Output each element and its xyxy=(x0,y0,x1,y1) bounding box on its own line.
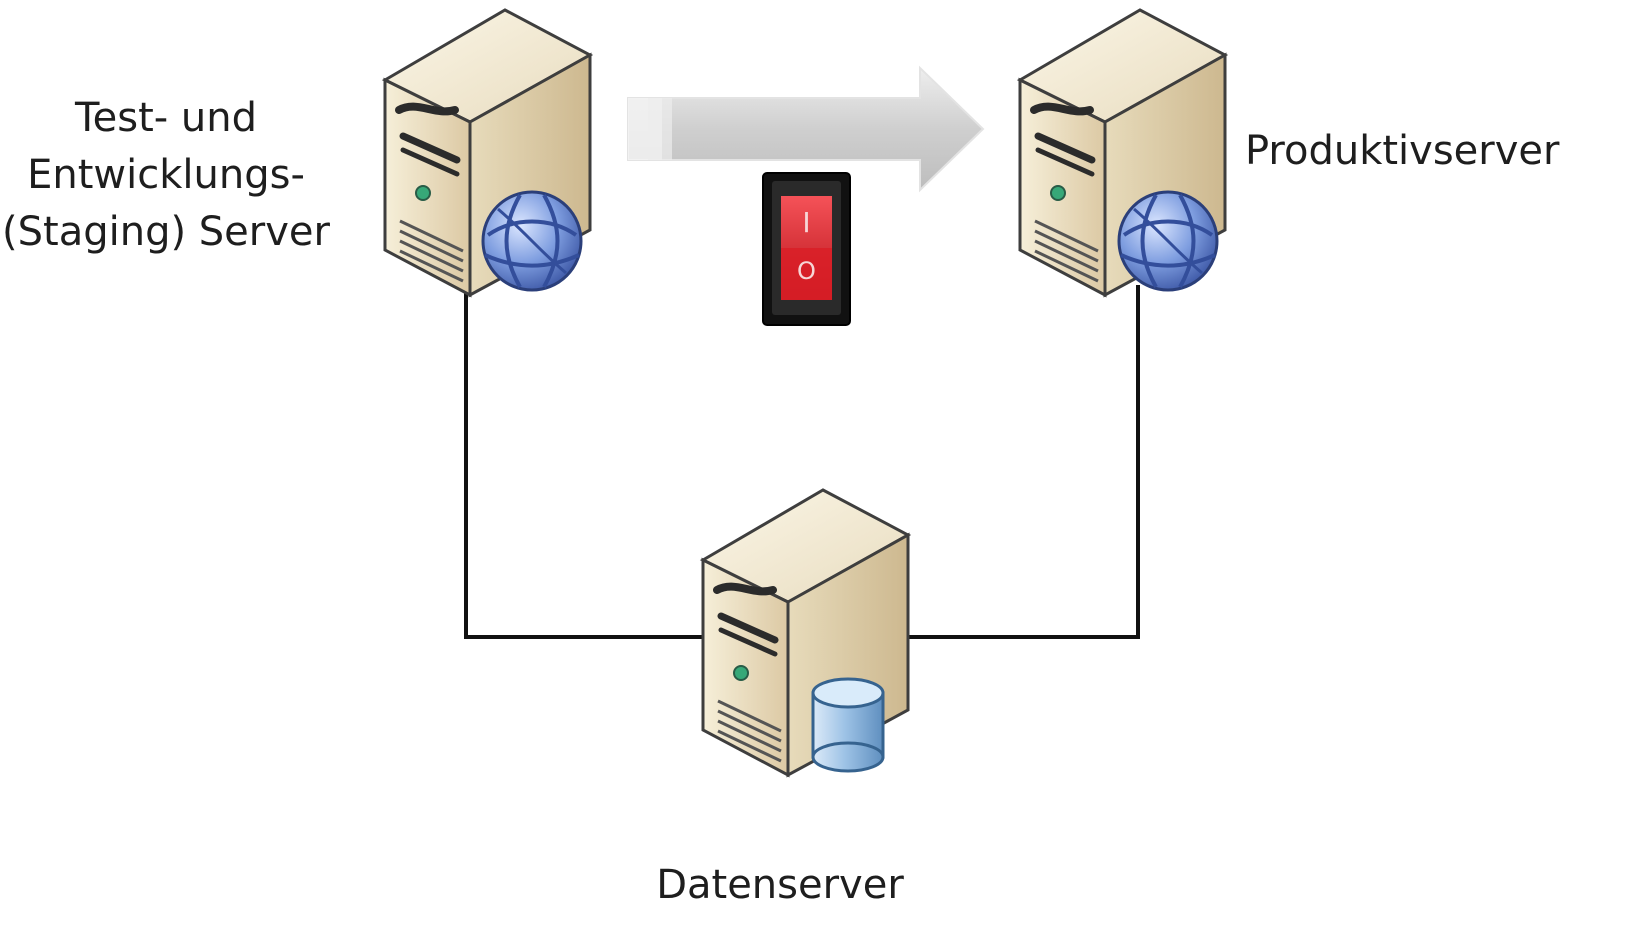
production-data-connector xyxy=(905,285,1140,639)
connection-lines xyxy=(464,285,1140,639)
production-server-label: Produktivserver xyxy=(1245,128,1560,174)
globe-icon xyxy=(1117,190,1219,292)
staging-server-label-line1: Test- und xyxy=(74,95,257,141)
data-server-label: Datenserver xyxy=(656,862,904,908)
globe-icon xyxy=(481,190,583,292)
right-arrow-icon xyxy=(627,65,985,193)
deployment-switch: I O xyxy=(762,172,851,326)
staging-server xyxy=(385,10,590,295)
database-icon xyxy=(811,677,885,773)
staging-server-label-line3: (Staging) Server xyxy=(2,209,330,255)
switch-bottom-symbol: O xyxy=(797,257,816,285)
production-server xyxy=(1020,10,1225,295)
deployment-arrow xyxy=(627,65,985,193)
staging-server-label-line2: Entwicklungs- xyxy=(27,152,305,198)
staging-data-connector xyxy=(464,292,705,639)
switch-top-symbol: I xyxy=(802,206,810,239)
data-server xyxy=(703,490,908,775)
